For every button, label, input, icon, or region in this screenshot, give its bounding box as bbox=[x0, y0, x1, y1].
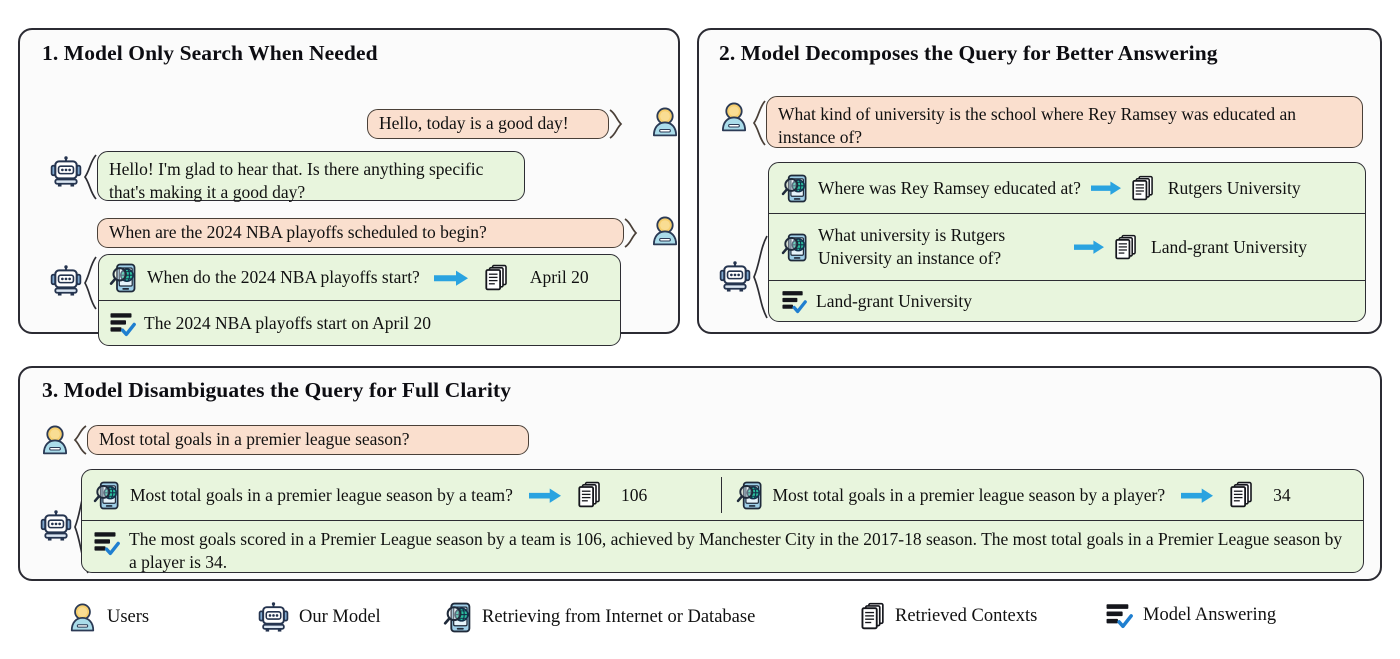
block-divider bbox=[769, 280, 1365, 281]
legend-label: Model Answering bbox=[1143, 605, 1277, 625]
panel-title: 1. Model Only Search When Needed bbox=[42, 41, 378, 65]
panel-model-disambiguates-the-query: 3. Model Disambiguates the Query for Ful… bbox=[18, 366, 1382, 581]
answer-check-icon bbox=[1105, 602, 1133, 629]
documents-stack-icon bbox=[484, 264, 508, 292]
legend-label: Retrieved Contexts bbox=[895, 606, 1038, 626]
final-answer-text: The most goals scored in a Premier Leagu… bbox=[129, 529, 1343, 573]
search-query-text: When do the 2024 NBA playoffs start? bbox=[147, 267, 420, 288]
user-bubble-connector-2 bbox=[624, 218, 638, 248]
final-answer-text: The 2024 NBA playoffs start on April 20 bbox=[144, 313, 431, 334]
panel-title: 3. Model Disambiguates the Query for Ful… bbox=[42, 378, 512, 402]
column-divider bbox=[720, 477, 722, 513]
sub-query-text: Most total goals in a premier league sea… bbox=[772, 484, 1166, 505]
user-bubble-connector bbox=[752, 100, 766, 146]
model-bubble-connector-2 bbox=[84, 256, 97, 310]
sub-query-columns: Most total goals in a premier league sea… bbox=[82, 470, 1363, 520]
model-search-answer-block: When do the 2024 NBA playoffs start? Apr… bbox=[98, 254, 621, 346]
robot-icon bbox=[50, 265, 82, 296]
retrieved-context-text: April 20 bbox=[529, 267, 589, 288]
panel-model-decomposes-the-query: 2. Model Decomposes the Query for Better… bbox=[697, 28, 1382, 334]
phone-globe-search-icon bbox=[93, 480, 120, 510]
final-answer-row: The 2024 NBA playoffs start on April 20 bbox=[99, 301, 620, 346]
robot-icon bbox=[258, 602, 289, 632]
legend-item-users: Users bbox=[68, 602, 149, 632]
model-bubble-connector-1 bbox=[83, 154, 97, 200]
user-message-bubble: What kind of university is the school wh… bbox=[766, 96, 1363, 148]
final-answer-row: The most goals scored in a Premier Leagu… bbox=[82, 521, 1363, 574]
block-divider bbox=[82, 520, 1363, 521]
sub-query-text: Most total goals in a premier league sea… bbox=[130, 484, 513, 505]
panel-title: 2. Model Decomposes the Query for Better… bbox=[719, 41, 1218, 65]
user-avatar-icon bbox=[719, 101, 749, 132]
legend-label: Users bbox=[107, 606, 150, 627]
retrieved-context-text: 106 bbox=[620, 484, 648, 505]
retrieved-context-text: Rutgers University bbox=[1167, 177, 1301, 198]
robot-icon bbox=[40, 510, 72, 541]
search-query-row: When do the 2024 NBA playoffs start? Apr… bbox=[99, 255, 620, 300]
phone-globe-search-icon bbox=[781, 173, 808, 203]
model-decomposition-block: Where was Rey Ramsey educated at? Rutger… bbox=[768, 162, 1366, 322]
legend-item-retrieved-contexts: Retrieved Contexts bbox=[860, 602, 1037, 631]
model-disambiguation-block: Most total goals in a premier league sea… bbox=[81, 469, 1364, 573]
sub-query-row-2: Most total goals in a premier league sea… bbox=[722, 470, 1364, 520]
user-message-text: When are the 2024 NBA playoffs scheduled… bbox=[109, 221, 487, 242]
legend-item-our-model: Our Model bbox=[258, 602, 381, 632]
robot-icon bbox=[50, 156, 82, 187]
legend-item-retrieving: Retrieving from Internet or Database bbox=[443, 602, 755, 633]
documents-stack-icon bbox=[1229, 481, 1253, 509]
user-avatar-icon bbox=[40, 424, 70, 455]
model-bubble-connector bbox=[753, 235, 768, 319]
retrieved-context-text: Land-grant University bbox=[1151, 236, 1307, 257]
user-bubble-connector-1 bbox=[609, 109, 623, 139]
retrieved-context-text: 34 bbox=[1273, 484, 1291, 505]
final-answer-row: Land-grant University bbox=[769, 281, 1365, 322]
user-bubble-connector bbox=[73, 425, 87, 455]
block-divider bbox=[99, 300, 620, 301]
model-message-bubble-1: Hello! I'm glad to hear that. Is there a… bbox=[97, 151, 525, 203]
arrow-right-icon bbox=[1074, 239, 1104, 255]
answer-check-icon bbox=[93, 530, 120, 556]
sub-query-row-2: What university is Rutgers University an… bbox=[769, 214, 1365, 280]
arrow-right-icon bbox=[433, 269, 468, 287]
arrow-right-icon bbox=[1181, 487, 1214, 504]
legend: Users Our Model Retrieving from Internet… bbox=[0, 596, 1400, 646]
user-message-bubble-2: When are the 2024 NBA playoffs scheduled… bbox=[97, 218, 624, 248]
model-message-text: Hello! I'm glad to hear that. Is there a… bbox=[109, 159, 484, 203]
documents-stack-icon bbox=[1131, 175, 1154, 202]
documents-stack-icon bbox=[577, 481, 601, 509]
block-divider bbox=[769, 213, 1365, 214]
phone-globe-search-icon bbox=[109, 262, 137, 293]
panel-model-only-search-when-needed: 1. Model Only Search When Needed Hello, … bbox=[18, 28, 680, 346]
arrow-right-icon bbox=[528, 487, 561, 504]
sub-query-text: Where was Rey Ramsey educated at? bbox=[818, 177, 1081, 198]
user-message-text: What kind of university is the school wh… bbox=[778, 104, 1297, 148]
sub-query-text: What university is Rutgers University an… bbox=[818, 225, 1006, 268]
phone-globe-search-icon bbox=[781, 232, 808, 262]
final-answer-text: Land-grant University bbox=[816, 291, 972, 312]
user-message-bubble: Most total goals in a premier league sea… bbox=[87, 425, 529, 455]
legend-label: Retrieving from Internet or Database bbox=[482, 607, 756, 627]
answer-check-icon bbox=[109, 311, 136, 337]
user-avatar-icon bbox=[68, 602, 97, 632]
user-avatar-icon bbox=[650, 215, 680, 246]
legend-label: Our Model bbox=[299, 606, 381, 627]
phone-globe-search-icon bbox=[443, 602, 472, 633]
user-message-text: Most total goals in a premier league sea… bbox=[99, 428, 410, 449]
user-avatar-icon bbox=[650, 106, 680, 137]
legend-item-model-answering: Model Answering bbox=[1105, 602, 1276, 629]
sub-query-row-1: Where was Rey Ramsey educated at? Rutger… bbox=[769, 163, 1365, 213]
user-message-text: Hello, today is a good day! bbox=[379, 112, 569, 133]
answer-check-icon bbox=[781, 289, 807, 314]
robot-icon bbox=[719, 261, 751, 292]
phone-globe-search-icon bbox=[736, 480, 763, 510]
documents-stack-icon bbox=[860, 602, 885, 631]
sub-query-row-1: Most total goals in a premier league sea… bbox=[82, 470, 721, 520]
documents-stack-icon bbox=[1114, 234, 1137, 261]
user-message-bubble-1: Hello, today is a good day! bbox=[367, 109, 609, 139]
arrow-right-icon bbox=[1090, 180, 1121, 196]
